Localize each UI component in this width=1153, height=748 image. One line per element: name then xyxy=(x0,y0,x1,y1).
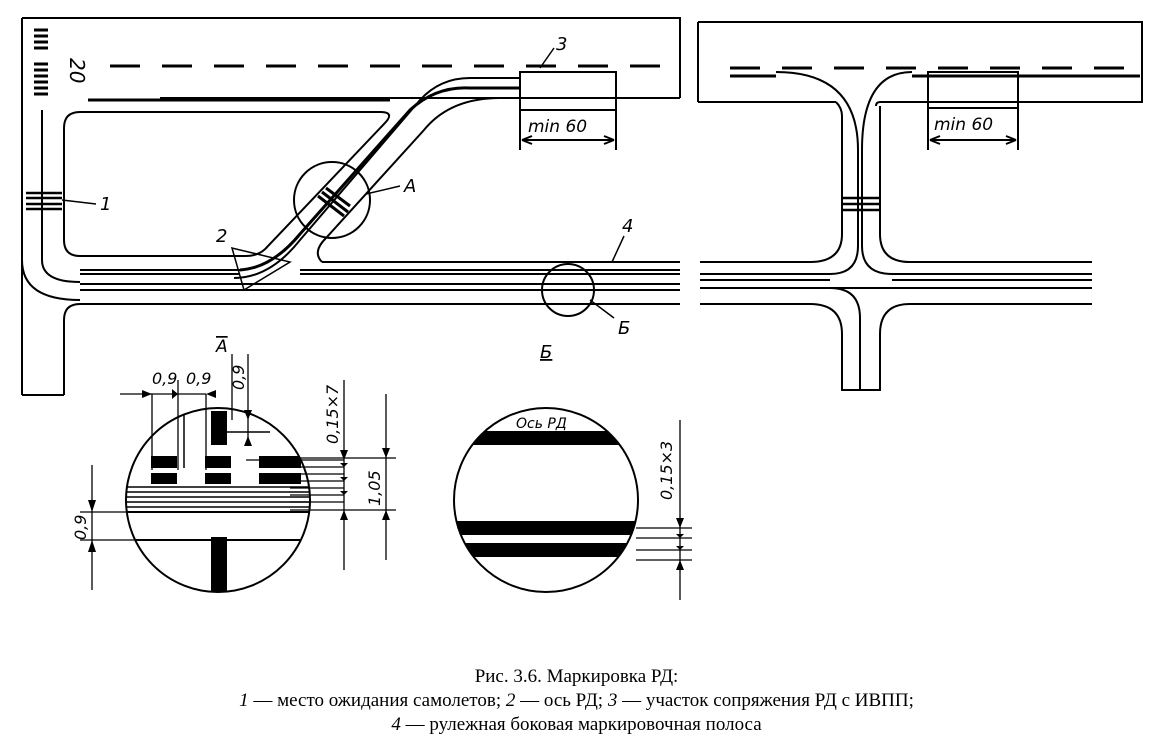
connecting-taxiway-inner xyxy=(316,97,520,263)
label-4: 4 xyxy=(622,216,633,237)
label-2-leader xyxy=(230,246,292,292)
dim-09-left: 0,9 xyxy=(71,515,90,540)
junction-zone-3 xyxy=(519,71,617,111)
label-2: 2 xyxy=(216,226,227,247)
detailA-title: А xyxy=(215,337,228,357)
label-B-under: Б xyxy=(540,342,552,363)
figure-caption-title: Рис. 3.6. Маркировка РД: xyxy=(474,666,679,687)
threshold-marks xyxy=(34,28,48,96)
connecting-taxiway-centerline xyxy=(239,86,520,272)
connecting-taxiway-outer xyxy=(233,77,520,279)
detail-B xyxy=(453,407,692,600)
runway-number-label: 20 xyxy=(65,58,89,83)
taxiway-island-upper xyxy=(63,111,391,257)
detail-A xyxy=(80,354,396,593)
detail-circle-B xyxy=(541,263,595,317)
diagonal-holding-marks xyxy=(317,186,351,218)
detailB-axis-label: Ось РД xyxy=(516,416,567,432)
right-junction-curve-right xyxy=(861,71,913,151)
taxiway-side-stripes xyxy=(80,269,680,291)
runway-right-top xyxy=(698,21,1143,107)
figure-caption-line2: 1 — место ожидания самолетов; 2 — ось РД… xyxy=(239,690,914,711)
vertical-taxiway-centerline xyxy=(41,110,81,283)
min60-dimension-left xyxy=(521,135,615,145)
holding-position-marks xyxy=(26,191,62,211)
right-junction-curve-left xyxy=(775,71,859,151)
label-1: 1 xyxy=(100,194,111,215)
taxiway-marking-diagram: 20 1 2 3 4 А Б Б min 60 min 60 А 0,9 0,9… xyxy=(21,17,1143,600)
dim-105: 1,05 xyxy=(365,470,384,506)
label-B: Б xyxy=(618,318,630,339)
label-A: А xyxy=(403,176,416,197)
runway-edge-top xyxy=(22,17,681,98)
lower-taxiway-left-curve xyxy=(21,259,81,301)
lower-taxiway-bottom-left xyxy=(63,303,81,395)
label-3: 3 xyxy=(556,34,567,55)
dim-015x7: 0,15×7 xyxy=(323,384,342,444)
min60-dimension-right xyxy=(929,135,1017,145)
min60-label-right: min 60 xyxy=(934,115,993,135)
right-plan xyxy=(697,21,1143,391)
dim-09-c: 0,9 xyxy=(229,365,248,390)
min60-label-left: min 60 xyxy=(528,117,587,137)
dim-015x3: 0,15×3 xyxy=(657,441,676,500)
dim-09-b: 0,9 xyxy=(186,369,211,388)
figure-caption-line3: 4 — рулежная боковая маркировочная полос… xyxy=(391,714,762,735)
left-plan xyxy=(21,17,681,396)
detail-circle-A xyxy=(293,161,371,239)
dim-09-a: 0,9 xyxy=(152,369,177,388)
junction-zone-right xyxy=(927,71,1019,109)
